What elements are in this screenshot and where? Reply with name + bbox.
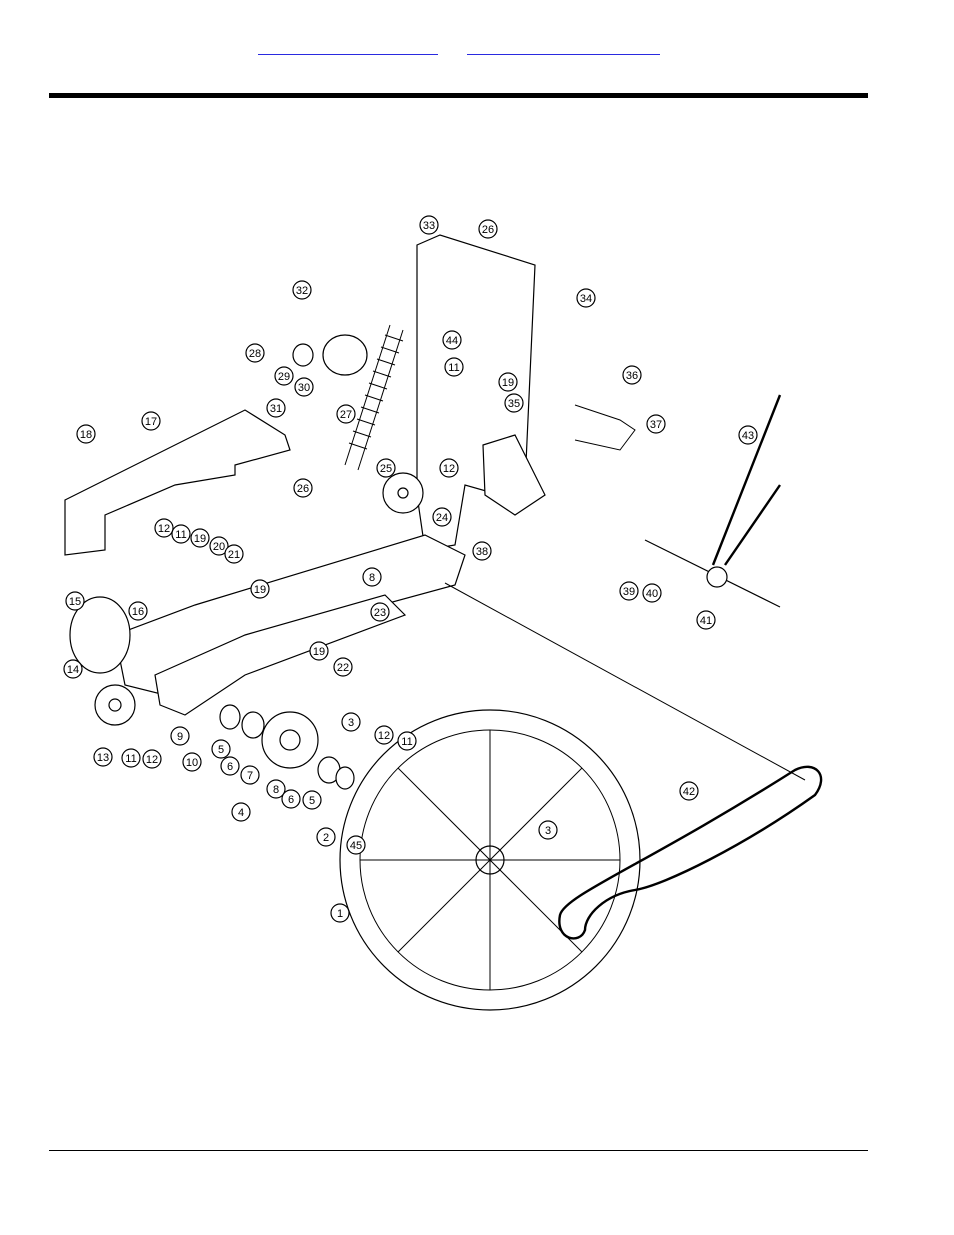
callout-10: 10	[186, 757, 198, 769]
callout-12: 12	[443, 463, 455, 475]
callout-3b: 3	[545, 825, 551, 837]
callout-21: 21	[228, 549, 240, 561]
parts-drawing: 33 26 34 32 28 29 30 31 44 19 35 36 11 2…	[45, 195, 835, 1015]
callout-38: 38	[476, 546, 488, 558]
footer-rule	[49, 1150, 868, 1151]
callout-31: 31	[270, 403, 282, 415]
callout-8: 8	[369, 572, 375, 584]
callout-30: 30	[298, 382, 310, 394]
callout-8b: 8	[273, 784, 279, 796]
callout-45: 45	[350, 840, 362, 852]
callout-12d: 12	[378, 730, 390, 742]
callout-18: 18	[80, 429, 92, 441]
callout-39: 39	[623, 586, 635, 598]
callout-13: 13	[97, 752, 109, 764]
callout-42: 42	[683, 786, 695, 798]
bracket-plate	[483, 435, 545, 515]
callout-40: 40	[646, 588, 658, 600]
callout-28: 28	[249, 348, 261, 360]
callout-3: 3	[348, 717, 354, 729]
callout-7: 7	[247, 770, 253, 782]
callout-34: 34	[580, 293, 592, 305]
callout-19c: 19	[254, 584, 266, 596]
callout-19d: 19	[313, 646, 325, 658]
callout-22: 22	[337, 662, 349, 674]
bearing-housing	[323, 335, 367, 375]
exploded-parts-diagram: 33 26 34 32 28 29 30 31 44 19 35 36 11 2…	[45, 195, 835, 1015]
callout-43: 43	[742, 430, 754, 442]
callout-2: 2	[323, 832, 329, 844]
header-rule	[49, 93, 868, 98]
callout-24: 24	[436, 512, 448, 524]
callout-9: 9	[177, 731, 183, 743]
header-links	[0, 38, 954, 58]
callout-5: 5	[218, 744, 224, 756]
callout-26: 26	[482, 224, 494, 236]
callout-26b: 26	[297, 483, 309, 495]
callout-14: 14	[67, 664, 79, 676]
callout-19b: 19	[194, 533, 206, 545]
callout-20: 20	[213, 541, 225, 553]
callout-6b: 6	[288, 794, 294, 806]
callout-27: 27	[340, 409, 352, 421]
callout-35: 35	[508, 398, 520, 410]
callout-36: 36	[626, 370, 638, 382]
callout-17: 17	[145, 416, 157, 428]
callout-11: 11	[448, 362, 459, 374]
callout-41: 41	[700, 615, 712, 627]
chain-strand	[713, 395, 780, 565]
callout-29: 29	[278, 371, 290, 383]
callout-11c: 11	[125, 753, 136, 765]
header-link-2[interactable]	[467, 38, 660, 55]
callout-15: 15	[69, 596, 81, 608]
callout-12b: 12	[158, 523, 170, 535]
callout-19: 19	[502, 377, 514, 389]
callout-32: 32	[296, 285, 308, 297]
header-link-1[interactable]	[258, 38, 438, 55]
callout-37: 37	[650, 419, 662, 431]
callout-23: 23	[374, 607, 386, 619]
callout-5b: 5	[309, 795, 315, 807]
callout-44: 44	[446, 335, 458, 347]
callout-4: 4	[238, 807, 244, 819]
callout-6: 6	[227, 761, 233, 773]
callout-11d: 11	[401, 736, 412, 748]
callout-25: 25	[380, 463, 392, 475]
callout-1: 1	[337, 908, 343, 920]
callout-11b: 11	[175, 529, 186, 541]
bearing	[293, 344, 313, 366]
callout-33: 33	[423, 220, 435, 232]
press-wheel	[340, 710, 640, 1010]
callout-16: 16	[132, 606, 144, 618]
callout-12c: 12	[146, 754, 158, 766]
